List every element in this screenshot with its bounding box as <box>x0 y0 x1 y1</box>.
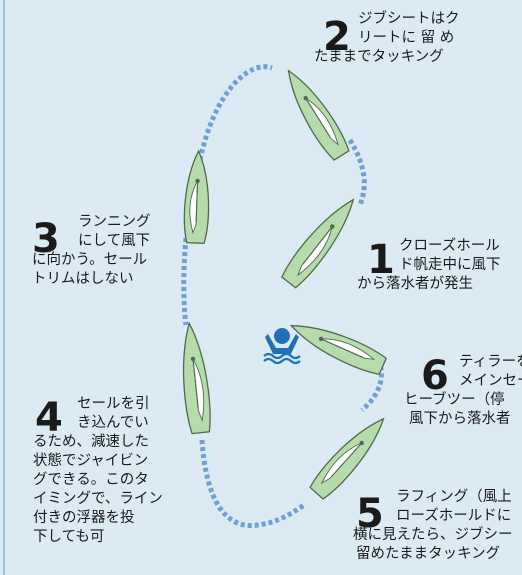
step-3-line-3: に向かう。セール <box>32 252 148 268</box>
step-4-line-6: イミングで、ライン <box>33 491 163 507</box>
step-2-line-1: ジブシートはク <box>358 11 460 27</box>
step-1-line-3: から落水者が発生 <box>357 276 473 292</box>
step-4-line-2: き込んでい <box>77 415 149 431</box>
boat-boom <box>320 338 363 358</box>
step-3-number: 3 <box>32 216 60 262</box>
step-2-number: 2 <box>323 14 351 60</box>
step-5-number: 5 <box>356 491 384 537</box>
route-path-top <box>197 64 273 161</box>
boat-boom <box>192 358 199 409</box>
boat-boom <box>305 97 331 137</box>
boat-hull <box>281 198 355 289</box>
step-5-line-4: 留めたままタッキング <box>356 546 501 562</box>
step-4-number: 4 <box>35 395 63 441</box>
boat-6 <box>309 417 385 500</box>
boat-mast <box>195 178 200 184</box>
step-6-line-4: 風下から落水者 <box>409 411 511 427</box>
dotted-route <box>181 64 384 529</box>
boat-mast <box>303 95 308 101</box>
step-6-line-2: メインセー <box>459 373 522 389</box>
step-2-line-2: リートに 留 め <box>358 30 455 46</box>
boat-5 <box>182 321 211 435</box>
boat-mast <box>190 356 196 362</box>
boat-boom <box>195 180 199 223</box>
boat-2 <box>183 149 210 244</box>
boat-mast <box>330 224 335 229</box>
left-border <box>3 0 5 575</box>
person-overboard-icon <box>263 328 301 365</box>
step-1-line-2: ド帆走中に風下 <box>399 257 501 273</box>
boat-sail <box>320 442 363 485</box>
boat-3 <box>281 198 355 289</box>
step-4-line-1: セールを引 <box>77 396 150 412</box>
boats <box>182 69 388 500</box>
step-5-line-1: ラフィング（風上 <box>396 489 512 505</box>
step-6-number: 6 <box>421 353 449 399</box>
boat-sail <box>320 338 376 360</box>
boat-mast <box>359 440 364 446</box>
step-5-line-3: 横に見えたら、ジブシー <box>353 527 513 543</box>
step-4-line-5: グできる。このタ <box>33 472 149 488</box>
step-4-line-7: 付きの浮器を投 <box>33 510 135 526</box>
step-3-line-2: にして風下 <box>78 233 151 249</box>
step-1-number: 1 <box>367 237 395 283</box>
route-path-left <box>181 237 189 326</box>
boat-mast <box>318 336 324 342</box>
step-5-line-2: ローズホールドに <box>396 508 512 524</box>
boat-sail <box>189 180 199 235</box>
step-4-line-8: 下しても可 <box>33 529 105 545</box>
route-path-bottom <box>199 439 306 529</box>
step-6-line-1: ティラーを <box>459 354 522 370</box>
step-1-line-1: クローズホール <box>399 238 500 254</box>
step-6-line-3: ヒーブツー（停 <box>404 392 505 408</box>
boat-boom <box>302 226 333 265</box>
boat-boom <box>331 442 363 477</box>
step-4-line-4: 状態でジャイビン <box>33 453 149 469</box>
boat-1 <box>287 69 350 161</box>
boat-sail <box>305 97 339 146</box>
boat-sail <box>192 358 205 423</box>
step-3-line-4: トリムはしない <box>32 271 134 287</box>
route-path-lower-right <box>360 358 384 412</box>
boat-hull <box>289 324 388 376</box>
route-path-right <box>347 138 367 206</box>
step-3-line-1: ランニング <box>78 214 151 230</box>
boat-sail <box>296 226 333 277</box>
step-2-line-3: たままでタッキング <box>314 49 444 65</box>
boat-4 <box>289 324 388 376</box>
step-4-line-3: るため、減速した <box>33 434 149 450</box>
